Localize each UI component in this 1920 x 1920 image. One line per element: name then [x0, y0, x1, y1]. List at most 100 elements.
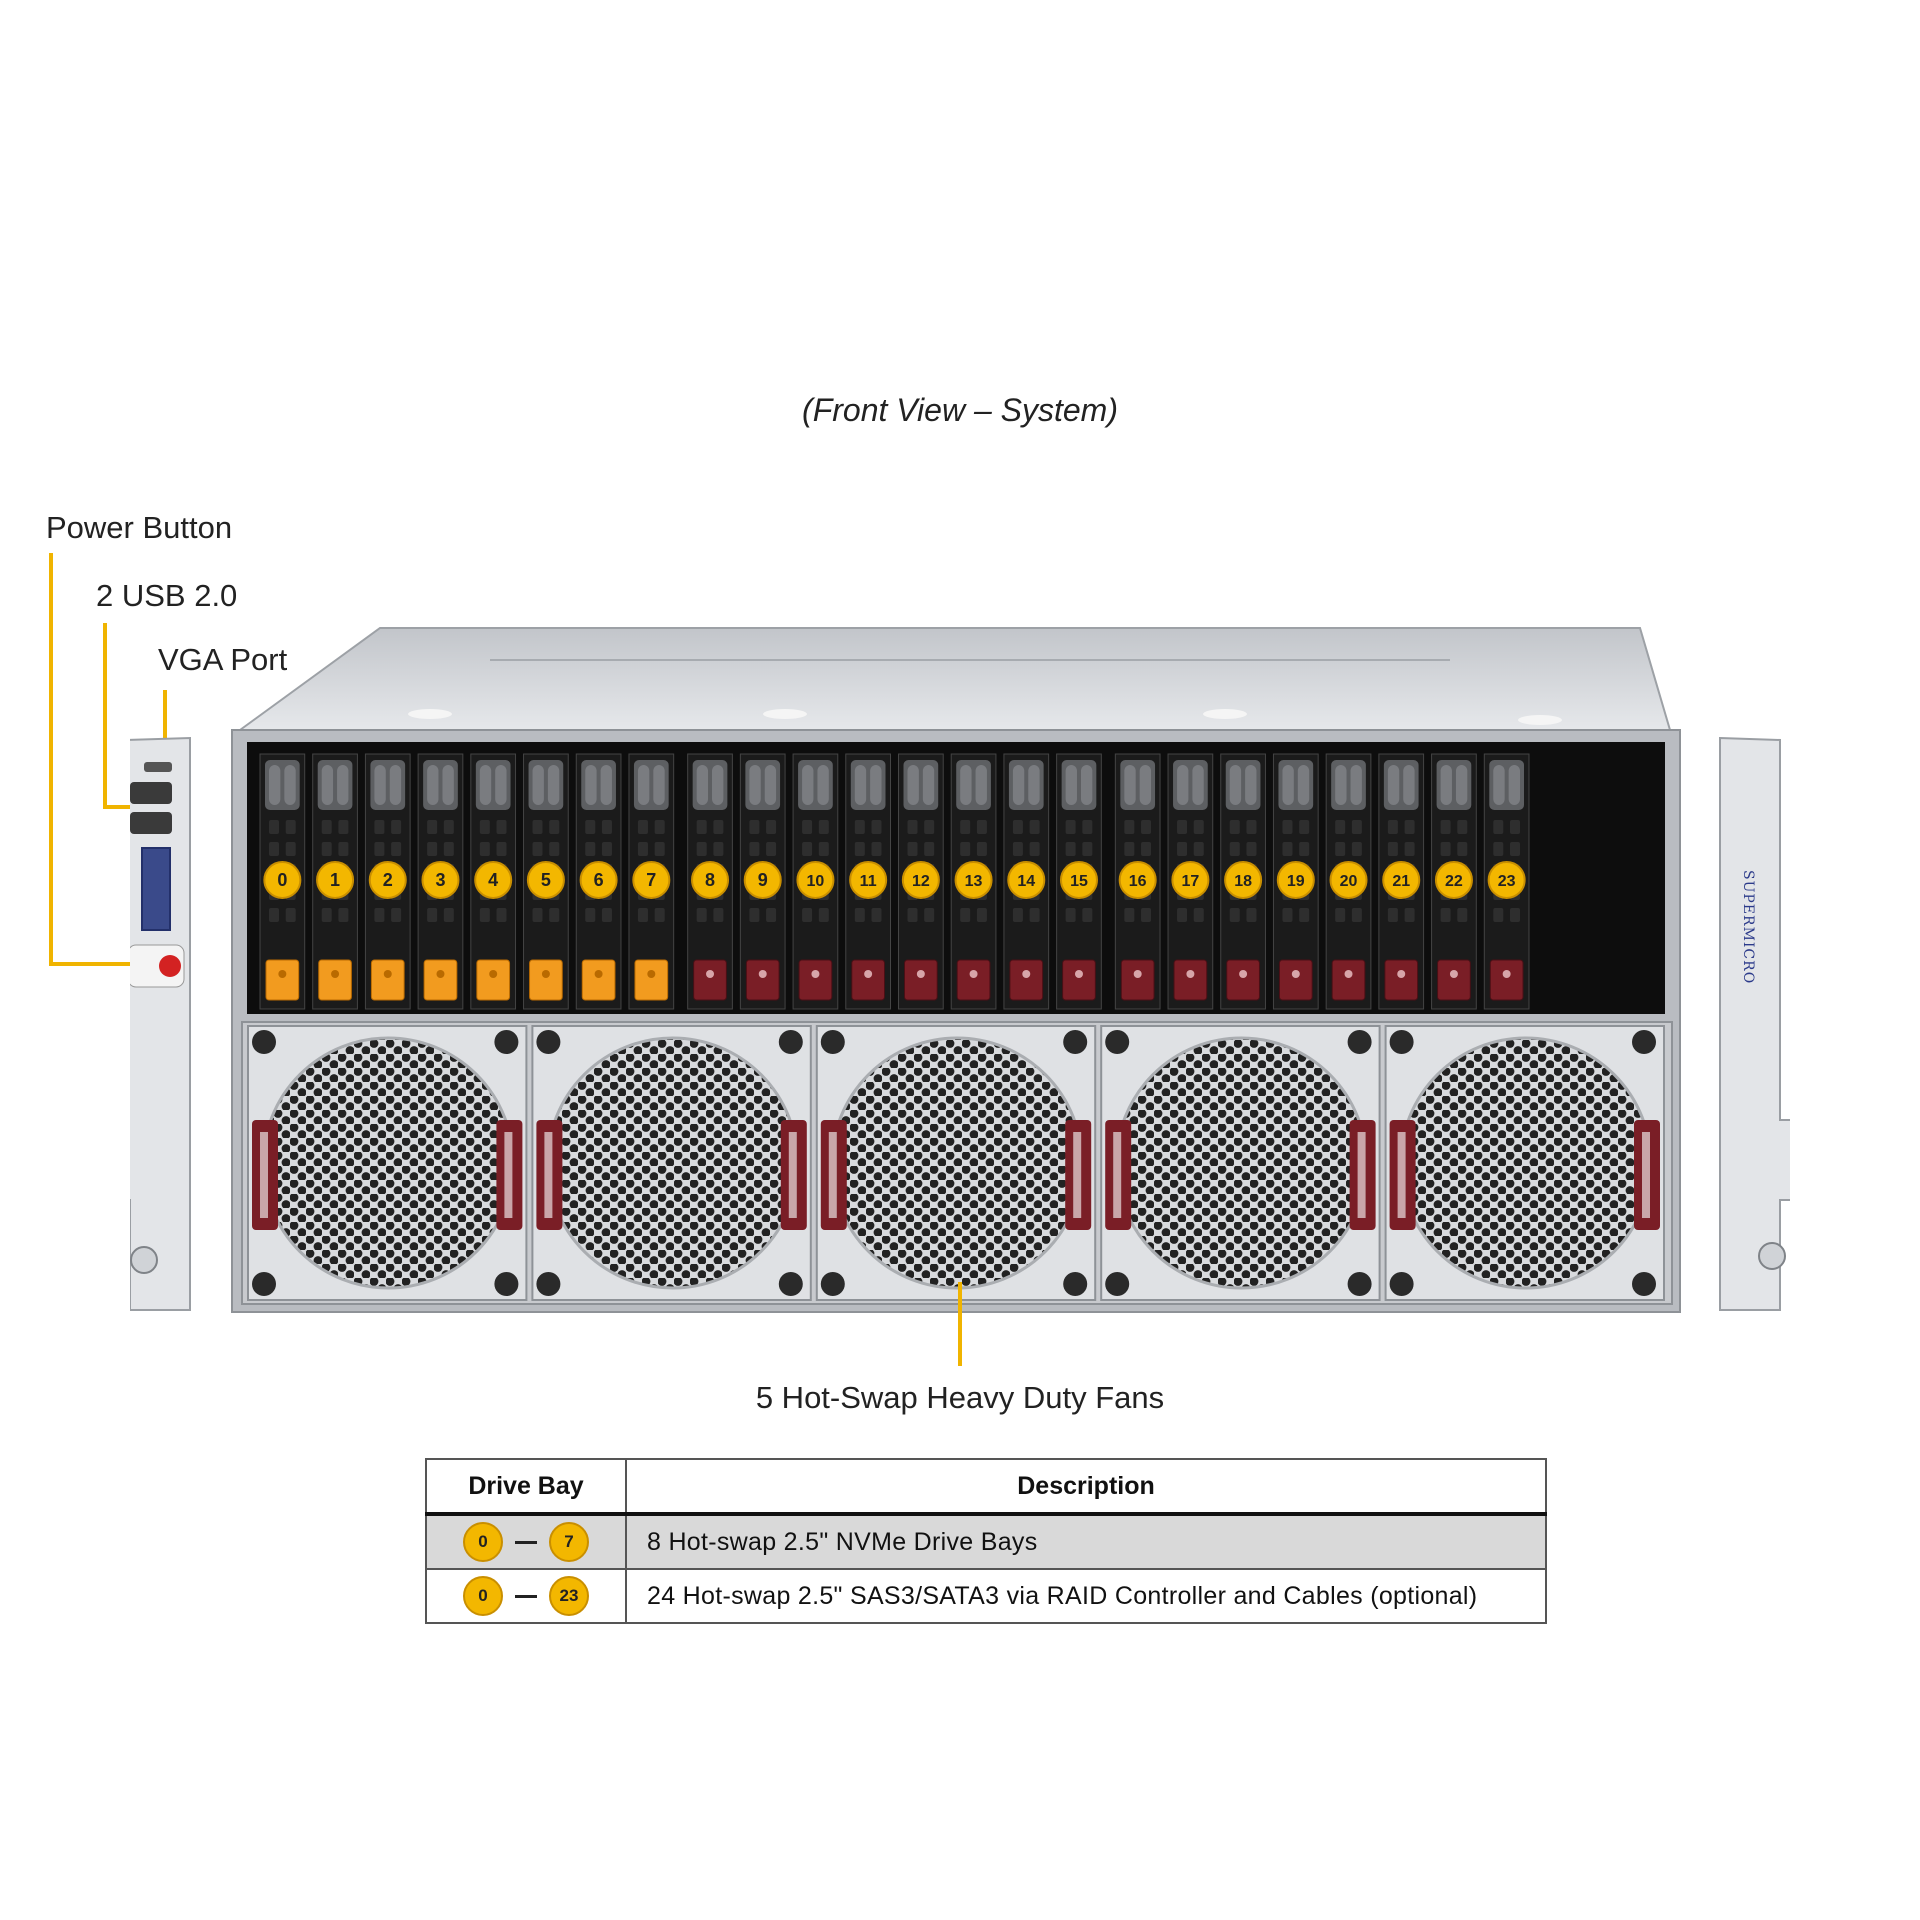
- sata-latch: [851, 959, 886, 1001]
- bay-number-label: 4: [488, 870, 498, 890]
- drive-bay[interactable]: 6: [575, 753, 622, 1010]
- bay-number-badge: [474, 861, 513, 899]
- sata-latch: [904, 959, 938, 1001]
- sata-latch: [956, 959, 991, 1001]
- sata-latch: [1489, 959, 1524, 1001]
- drive-bay[interactable]: 13: [950, 753, 997, 1010]
- vga-port-label: VGA Port: [158, 642, 288, 677]
- bay-badge-start: 0: [463, 1522, 503, 1562]
- drive-bay[interactable]: 10: [792, 753, 839, 1010]
- bay-number-label: 23: [1498, 873, 1516, 890]
- bay-number-label: 3: [435, 870, 445, 890]
- bay-number-label: 7: [646, 870, 656, 890]
- description-header: Description: [625, 1459, 1547, 1516]
- drive-bay[interactable]: 11: [845, 753, 892, 1010]
- bay-number-label: 16: [1129, 873, 1147, 890]
- usb-label: 2 USB 2.0: [96, 578, 238, 613]
- drive-bay[interactable]: 23: [1483, 753, 1530, 1010]
- drive-bay[interactable]: 12: [898, 753, 944, 1010]
- sata-latch: [1437, 959, 1471, 1001]
- bay-number-badge: [579, 861, 618, 899]
- fan-module[interactable]: [815, 1025, 1097, 1301]
- power-leader-horizontal: [49, 962, 165, 966]
- bay-number-badge: [1382, 861, 1421, 899]
- drive-bay[interactable]: 5: [523, 753, 569, 1010]
- bay-number-label: 5: [541, 870, 551, 890]
- drive-bay[interactable]: 20: [1325, 753, 1372, 1010]
- bay-number-badge: [849, 861, 888, 899]
- usb-port-2: [130, 812, 172, 834]
- bay-number-label: 11: [860, 873, 877, 890]
- usb-port-1: [130, 782, 172, 804]
- fan-module[interactable]: [247, 1025, 528, 1301]
- bay-number-label: 0: [277, 870, 287, 890]
- drive-bay[interactable]: 14: [1003, 753, 1050, 1010]
- drive-bay[interactable]: 16: [1114, 753, 1161, 1010]
- drive-bay[interactable]: 3: [417, 753, 464, 1010]
- drive-bay[interactable]: 21: [1378, 753, 1425, 1010]
- drive-bay[interactable]: 0: [259, 753, 306, 1010]
- usb-leader-horizontal: [103, 805, 143, 809]
- drive-bay[interactable]: 4: [470, 753, 517, 1010]
- bay-number-label: 6: [594, 870, 604, 890]
- bay-number-badge: [1434, 861, 1473, 899]
- bay-number-badge: [316, 861, 355, 899]
- bay-number-badge: [1007, 861, 1046, 899]
- bay-number-label: 19: [1287, 873, 1305, 890]
- bay-number-label: 1: [330, 870, 340, 890]
- fan-module[interactable]: [1100, 1025, 1381, 1301]
- bay-badge-end: 23: [549, 1576, 589, 1616]
- range-dash: [515, 1540, 537, 1544]
- bay-number-label: 13: [965, 873, 983, 890]
- drive-bay[interactable]: 2: [364, 753, 411, 1010]
- bay-number-badge: [632, 861, 671, 899]
- drive-bay[interactable]: 19: [1272, 753, 1319, 1010]
- bay-number-badge: [1487, 861, 1526, 899]
- range-dash: [515, 1594, 537, 1598]
- power-button-icon: [159, 955, 181, 977]
- nvme-latch: [318, 959, 352, 1001]
- bay-number-label: 18: [1234, 873, 1252, 890]
- bay-number-badge: [691, 861, 730, 899]
- nvme-latch: [370, 959, 405, 1001]
- fan-grille: [830, 1036, 1084, 1290]
- sata-latch: [1331, 959, 1366, 1001]
- bay-description: 8 Hot-swap 2.5" NVMe Drive Bays: [625, 1514, 1547, 1569]
- bay-number-badge: [1059, 861, 1098, 899]
- bay-number-label: 22: [1445, 873, 1463, 890]
- bay-number-badge: [1118, 861, 1157, 899]
- drive-bay[interactable]: 8: [687, 753, 733, 1010]
- drive-bay[interactable]: 18: [1220, 753, 1266, 1010]
- left-rack-ear: [130, 736, 191, 1311]
- nvme-latch: [265, 959, 300, 1001]
- sata-latch: [1062, 959, 1096, 1001]
- drive-bay[interactable]: 15: [1056, 753, 1102, 1010]
- fan-grille: [1114, 1036, 1368, 1290]
- bay-number-badge: [1224, 861, 1263, 899]
- bay-number-label: 2: [383, 870, 393, 890]
- bay-description: 24 Hot-swap 2.5" SAS3/SATA3 via RAID Con…: [625, 1569, 1547, 1623]
- bay-number-badge: [901, 861, 940, 899]
- fan-module[interactable]: [1384, 1025, 1665, 1301]
- fans-leader: [958, 1282, 962, 1366]
- sata-latch: [693, 959, 727, 1001]
- sata-latch: [745, 959, 780, 1001]
- drive-bay[interactable]: 22: [1431, 753, 1477, 1010]
- sata-latch: [798, 959, 833, 1001]
- drive-bay[interactable]: 9: [739, 753, 786, 1010]
- fan-grille: [261, 1036, 515, 1290]
- bay-number-badge: [796, 861, 835, 899]
- drive-bay[interactable]: 1: [312, 753, 358, 1010]
- fan-module[interactable]: [531, 1025, 812, 1301]
- drive-bay[interactable]: 7: [628, 753, 675, 1010]
- brand-logo: SUPERMICRO: [1740, 870, 1756, 984]
- nvme-latch: [423, 959, 458, 1001]
- fan-grille: [1399, 1036, 1653, 1290]
- bay-number-label: 15: [1070, 873, 1088, 890]
- bay-number-label: 10: [807, 873, 825, 890]
- drive-bay[interactable]: 17: [1167, 753, 1214, 1010]
